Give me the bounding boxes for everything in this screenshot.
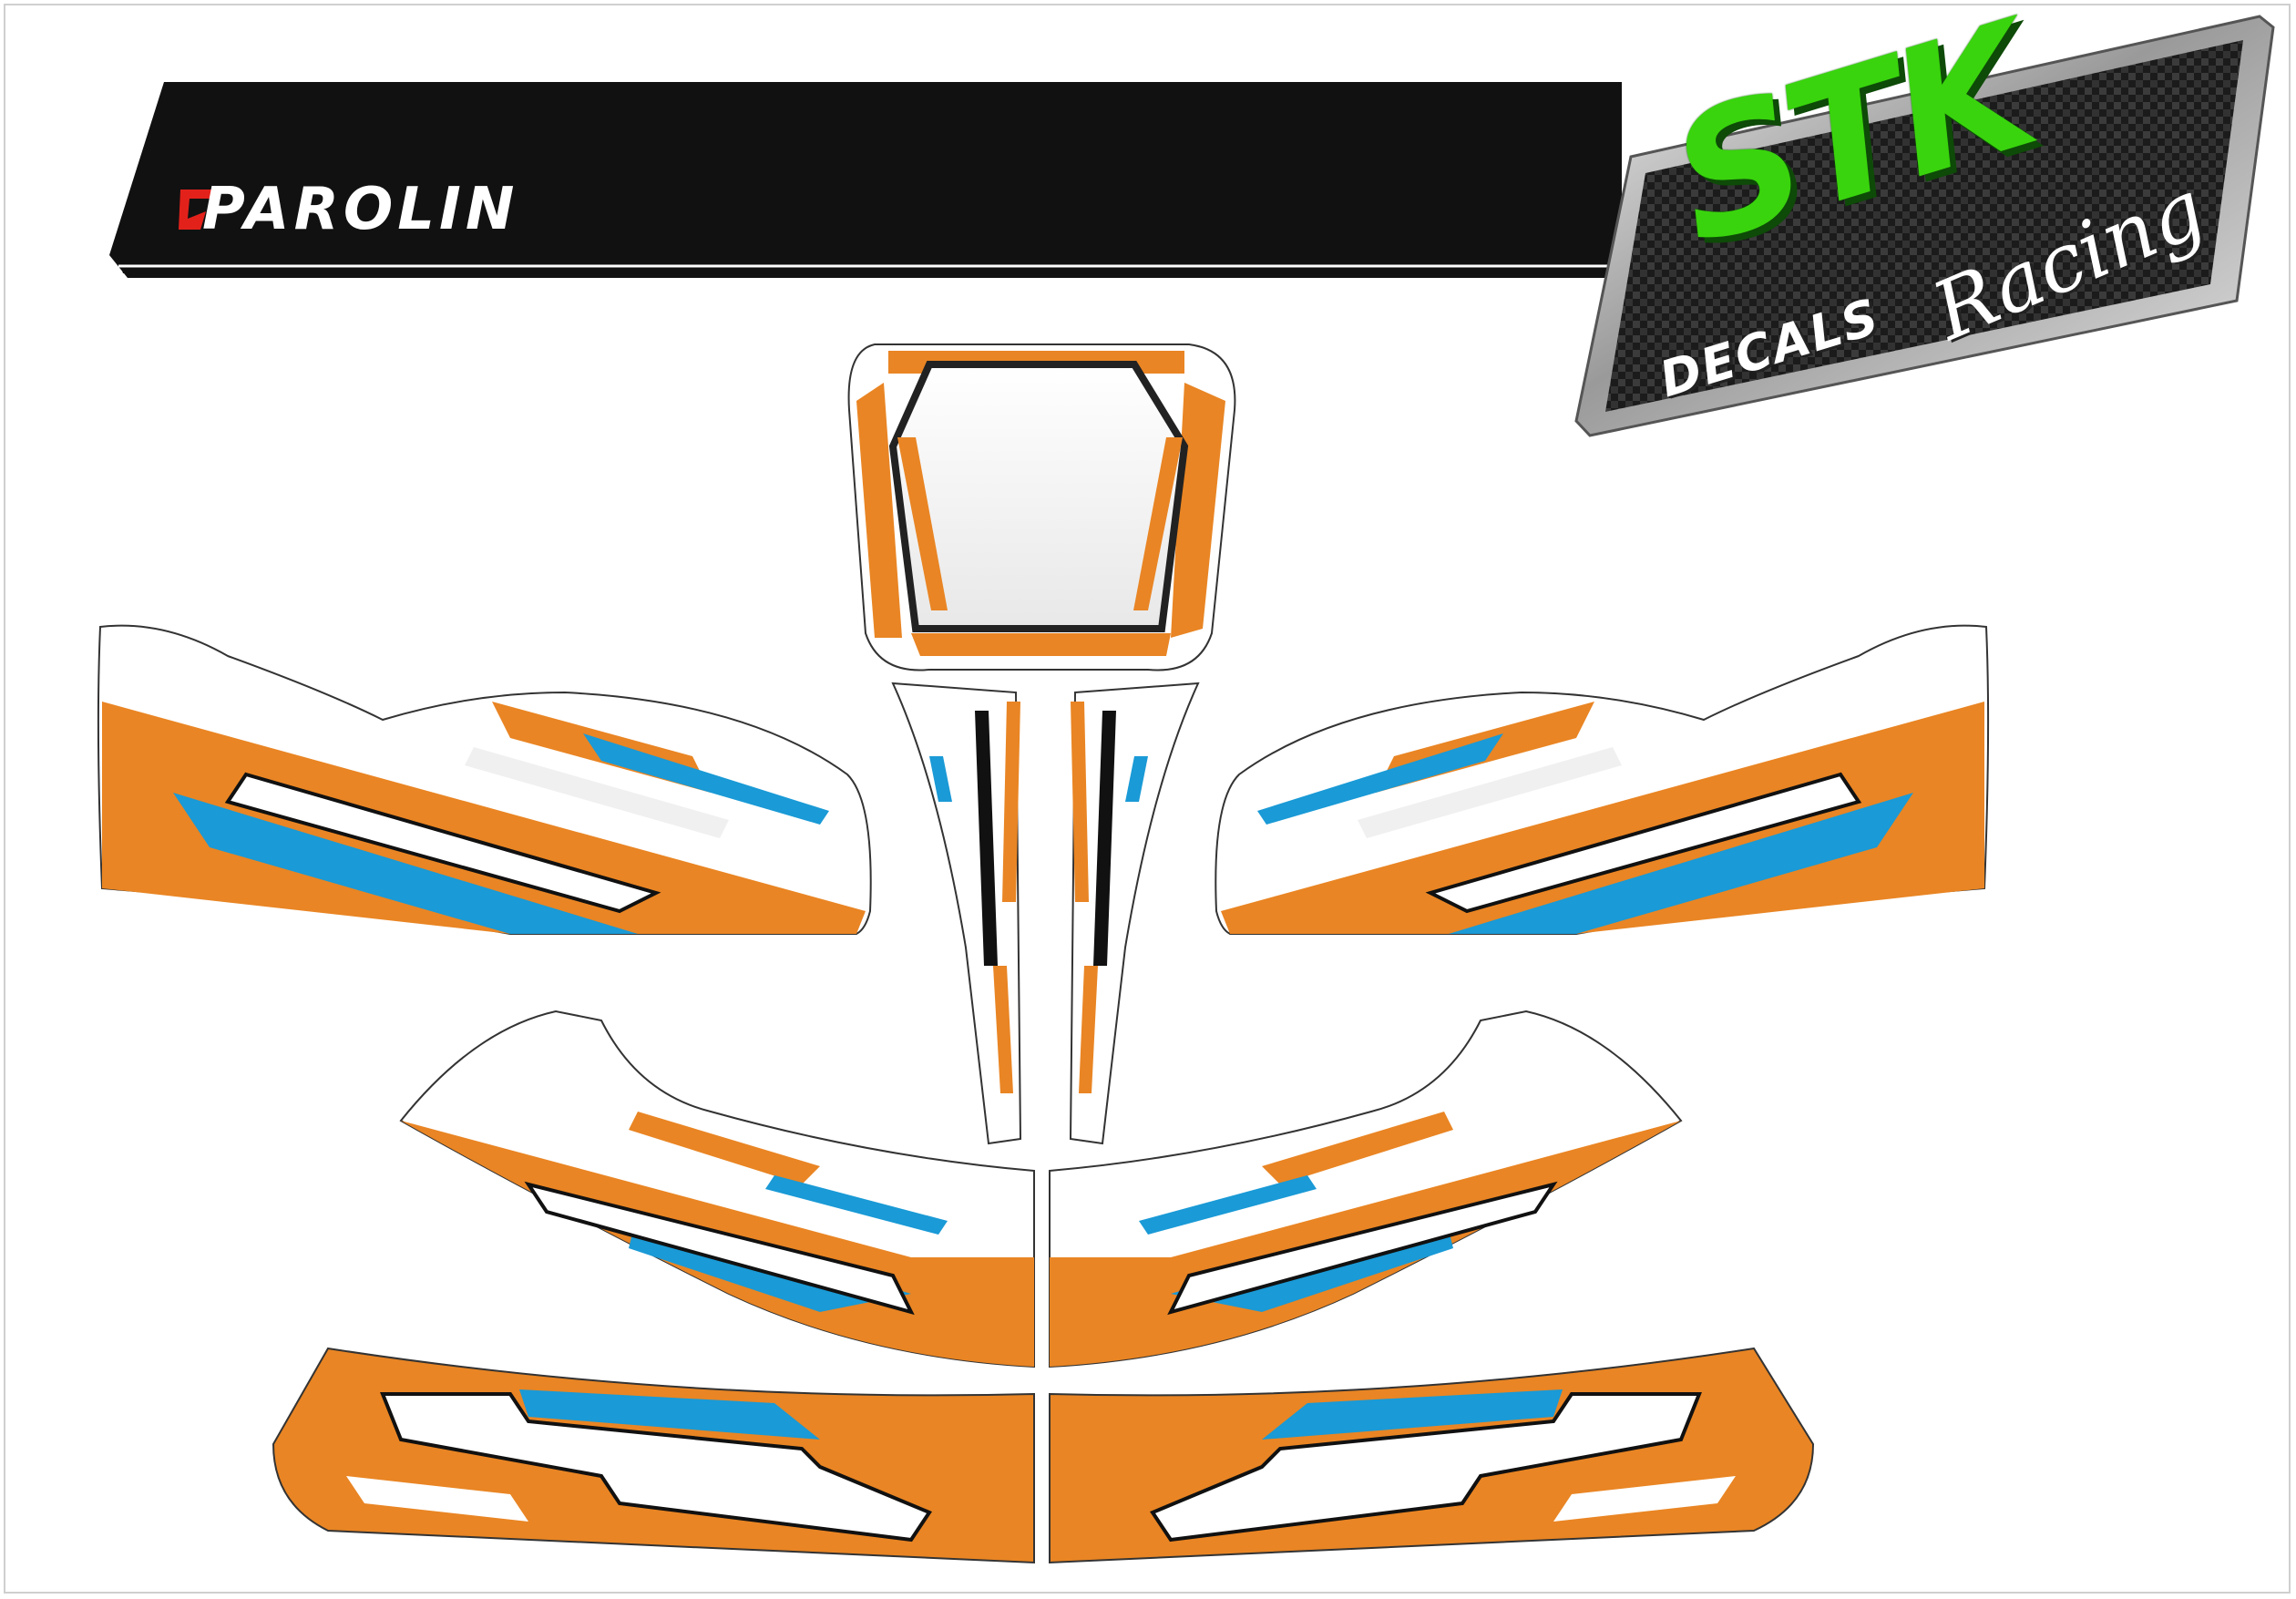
banner [109,82,1631,278]
rear-bumper-right [1049,1347,1815,1564]
stk-badge [1574,15,2275,437]
brand-name: PAROLIN [202,176,519,243]
fork-left [891,682,1022,1145]
front-bumper-left [399,1010,1035,1368]
right-sidepod [1215,624,1990,935]
left-sidepod [97,624,872,935]
front-bumper-right [1049,1010,1683,1368]
parolin-logo-icon [179,190,219,230]
nose-panel [847,343,1236,671]
fork-right [1069,682,1200,1145]
rear-bumper-left [272,1347,1035,1564]
